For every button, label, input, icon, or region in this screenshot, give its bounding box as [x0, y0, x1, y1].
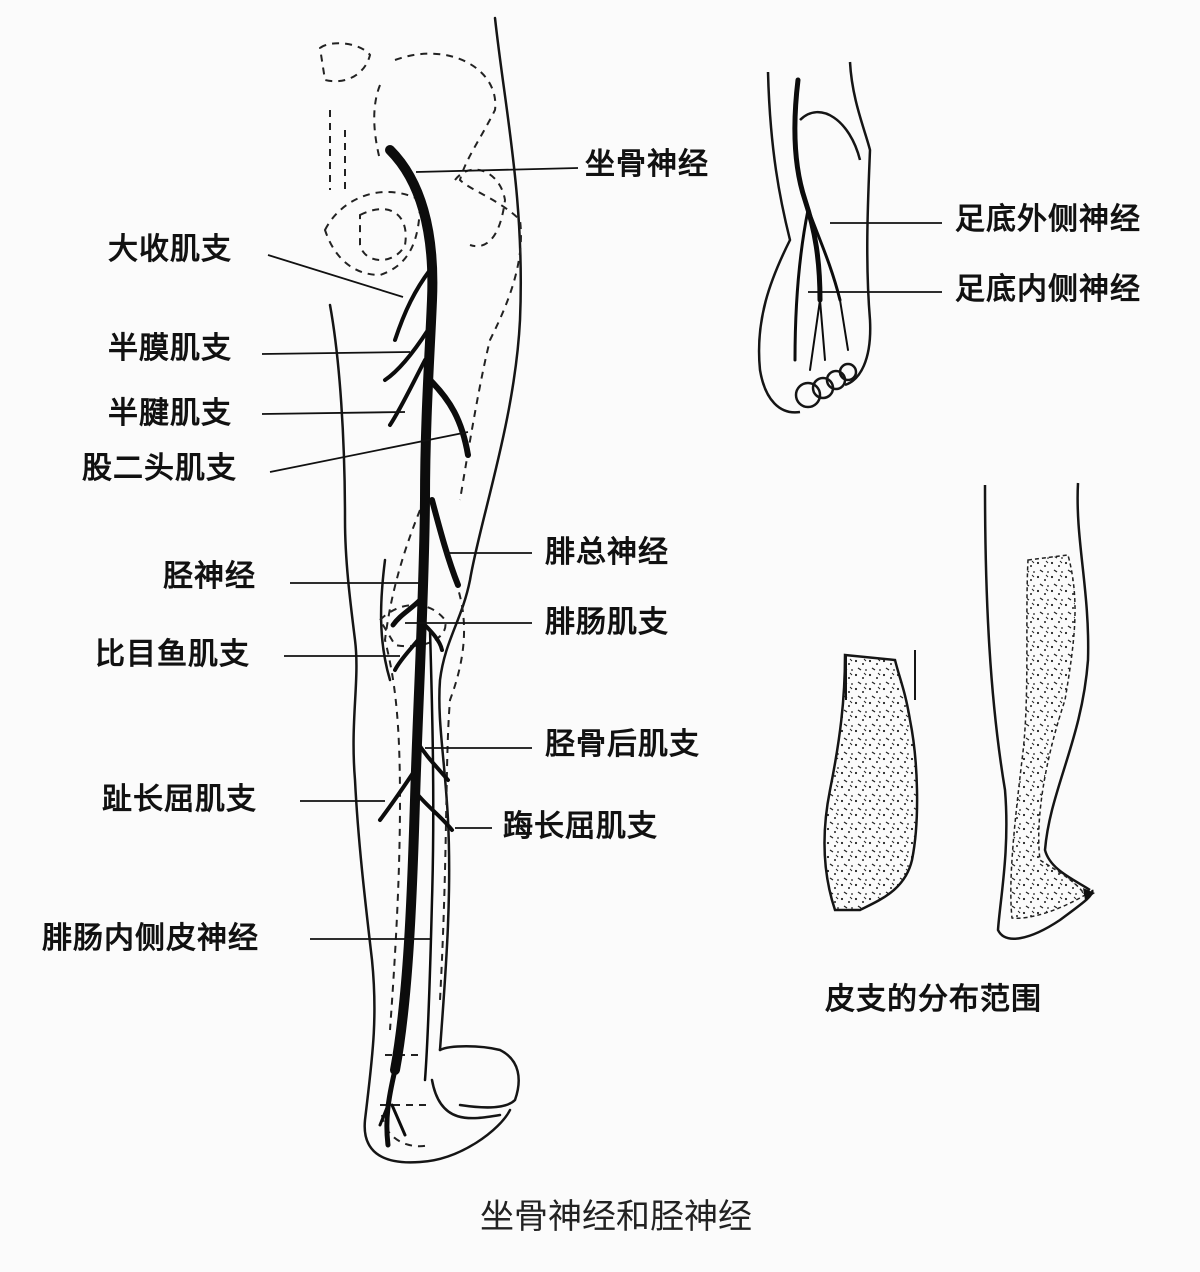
nerve-paths: [378, 145, 471, 1148]
cutaneous-leg: [983, 482, 1095, 940]
label-tibial-nerve: 胫神经: [163, 559, 256, 594]
label-gastrocnemius-branch: 腓肠肌支: [545, 605, 669, 640]
sole-outline: [757, 61, 872, 414]
label-tibialis-posterior-branch: 胫骨后肌支: [545, 727, 700, 762]
label-medial-sural-cutaneous-nerve: 腓肠内侧皮神经: [42, 921, 259, 956]
figure-title: 坐骨神经和胫神经: [480, 1197, 752, 1237]
label-medial-plantar-nerve: 足底内侧神经: [955, 272, 1141, 307]
cutaneous-caption: 皮支的分布范围: [825, 982, 1042, 1017]
label-sciatic-nerve: 坐骨神经: [585, 147, 709, 182]
label-semitendinosus-branch: 半腱肌支: [108, 396, 232, 431]
label-flexor-digitorum-longus-branch: 趾长屈肌支: [102, 782, 257, 817]
cutaneous-foot: [823, 650, 919, 912]
label-biceps-femoris-branch: 股二头肌支: [82, 451, 237, 486]
label-semimembranosus-branch: 半膜肌支: [108, 331, 232, 366]
label-lateral-plantar-nerve: 足底外侧神经: [955, 202, 1141, 237]
label-common-peroneal-nerve: 腓总神经: [545, 535, 669, 570]
label-soleus-branch: 比目鱼肌支: [95, 637, 250, 672]
leader-lines: [261, 167, 942, 940]
plantar-nerves: [792, 77, 849, 371]
bone-dashed-outlines: [318, 42, 522, 1148]
label-adductor-magnus-branch: 大收肌支: [108, 232, 232, 267]
label-flexor-hallucis-longus-branch: 踇长屈肌支: [503, 809, 658, 844]
